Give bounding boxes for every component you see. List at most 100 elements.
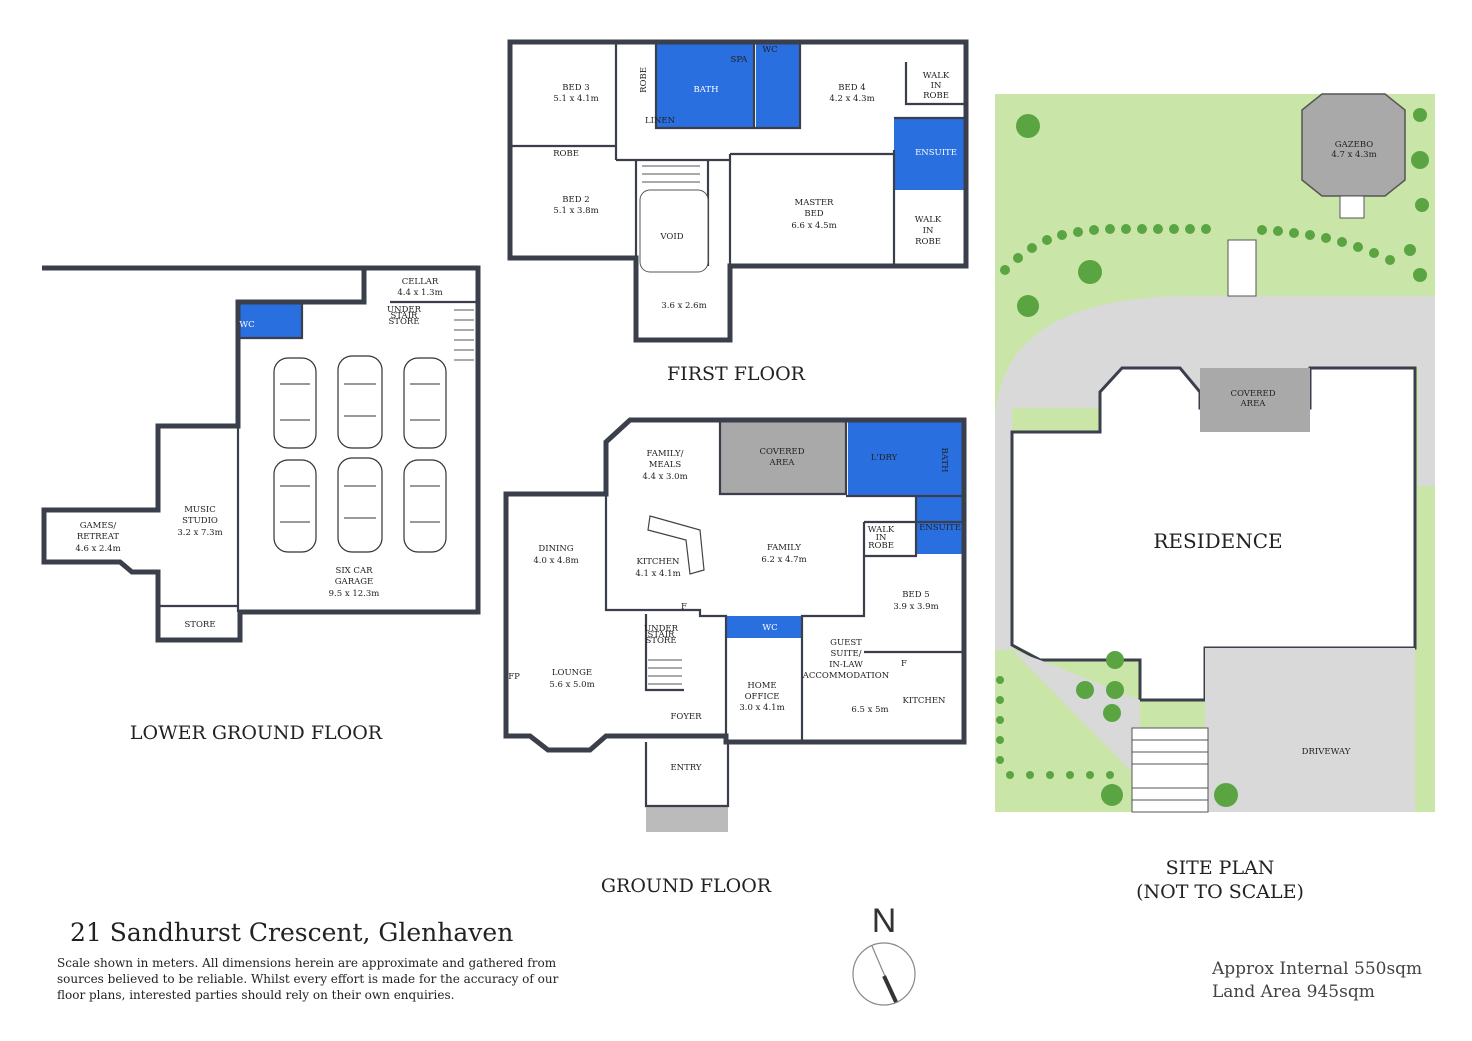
gf-dining-label: DINING [538,544,573,554]
ff-wir-master-1: WALK [915,215,942,225]
ff-wir-top-2: IN [931,81,942,91]
site-steps [1131,727,1209,813]
gf-kitchen-size: 4.1 x 4.1m [635,569,680,579]
ff-linen-label: LINEN [645,116,676,126]
gf-family-size: 6.2 x 4.7m [761,555,806,565]
internal-area: Approx Internal 550sqm [1212,959,1423,979]
gf-foyer-label: FOYER [670,712,702,722]
first-floor: BED 3 5.1 x 4.1m BATH SPA WC ROBE LINEN … [507,39,969,385]
gf-kitchen-island [647,515,705,575]
gf-wc-label: WC [762,623,777,633]
ff-void-label: VOID [659,232,683,242]
compass-ring [852,942,916,1006]
gf-fridge-a: F [681,602,687,612]
ff-wir-top-3: ROBE [923,91,949,101]
gf-office-2: OFFICE [745,692,780,702]
ff-bed4-label: BED 4 [838,83,865,93]
lg-understair-3: STORE [388,317,419,327]
lg-car-1 [273,357,317,449]
gf-dining-size: 4.0 x 4.8m [533,556,578,566]
area-summary: Approx Internal 550sqm Land Area 945sqm [1212,958,1422,1004]
lg-garage-size: 9.5 x 12.3m [329,589,380,599]
gf-bed5-label: BED 5 [902,590,929,600]
gf-understair-2: STAIR [648,630,676,640]
gf-guest-kitchen: KITCHEN [903,696,946,706]
lg-car-6 [403,459,447,553]
site-gazebo-steps [1339,195,1365,219]
site-plan: GAZEBO 4.7 x 4.3m COVERED AREA RESIDENCE… [995,93,1435,903]
ground-floor: FAMILY/ MEALS 4.4 x 3.0m COVERED AREA L'… [503,417,967,897]
gf-wir-1: WALK [868,525,895,535]
ff-robe-a-label: ROBE [639,67,649,93]
site-driveway-label: DRIVEWAY [1302,747,1351,757]
gf-entry-label: ENTRY [670,763,701,773]
land-area: Land Area 945sqm [1212,982,1375,1002]
gf-understair-3: STORE [645,636,676,646]
gf-covered-1: COVERED [759,447,804,457]
gf-inner-walls [604,420,964,742]
lg-understair-2: STAIR [391,311,419,321]
gf-fp-label: FP [508,672,520,682]
gf-ldry-label: L'DRY [871,453,898,463]
ff-ensuite-wet [894,118,966,190]
lg-games-1: GAMES/ [80,521,117,531]
gf-family-meals-2: MEALS [649,460,682,470]
gf-wir-3: ROBE [868,541,894,551]
ff-master-1: MASTER [795,198,835,208]
gf-wir-2: IN [876,533,887,543]
gf-family-meals-1: FAMILY/ [647,449,684,459]
ff-spa-label: SPA [731,55,749,65]
gf-guest-1: GUEST [830,638,862,648]
gf-guest-3: IN-LAW [829,660,863,670]
site-covered-area [1200,368,1310,432]
gf-entry-porch [646,806,728,832]
lg-wc-label: WC [239,320,254,330]
lg-car-3 [403,357,447,449]
lg-games-size: 4.6 x 2.4m [75,544,120,554]
gf-family-meals-size: 4.4 x 3.0m [642,472,687,482]
ff-wir-top-1: WALK [923,71,950,81]
ff-bed4-size: 4.2 x 4.3m [829,94,874,104]
site-gazebo-label: GAZEBO [1335,140,1373,150]
ff-bed3-label: BED 3 [562,83,589,93]
gf-lounge-size: 5.6 x 5.0m [549,680,594,690]
ground-floor-title: GROUND FLOOR [601,875,772,897]
gf-family-label: FAMILY [767,543,801,553]
site-side-path [1012,650,1140,780]
gf-guest-2: SUITE/ [830,649,861,659]
site-hedge [996,108,1429,807]
ff-wir-master-3: ROBE [915,237,941,247]
gf-office-1: HOME [747,681,776,691]
lower-ground-floor-title: LOWER GROUND FLOOR [130,722,383,744]
gf-guest-size: 6.5 x 5m [851,705,888,715]
disclaimer-text: Scale shown in meters. All dimensions he… [57,956,559,1002]
gf-ensuite-label: ENSUITE [919,523,961,533]
ff-wc-label: WC [762,45,777,55]
lg-car-2 [337,355,383,449]
lg-music-size: 3.2 x 7.3m [177,528,222,538]
gf-understair-1: UNDER [644,624,679,634]
lg-outer-wall [41,265,481,643]
site-steps-treads [1132,739,1208,801]
lg-inner-walls [158,268,478,612]
gf-bed5-size: 3.9 x 3.9m [893,602,938,612]
compass: N [852,902,916,1006]
site-gazebo [1301,93,1406,197]
ff-master-2: BED [804,209,823,219]
ff-wir-master-2: IN [923,226,934,236]
ff-bath-label: BATH [693,85,718,95]
lg-cellar-size: 4.4 x 1.3m [397,288,442,298]
ff-bed2-size: 5.1 x 3.8m [553,206,598,216]
compass-north-label: N [872,902,897,940]
gf-bath-label: BATH [939,447,949,472]
ff-ensuite-label: ENSUITE [915,148,957,158]
ff-robe-b-label: ROBE [553,149,579,159]
gf-ldry-wet [848,422,964,496]
gf-kitchen-label: KITCHEN [637,557,680,567]
site-covered-label-2: AREA [1240,399,1267,409]
lg-garage-1: SIX CAR [336,566,374,576]
lg-store-label: STORE [184,620,215,630]
gf-fridge-b: F [901,659,907,669]
lg-car-4 [273,459,317,553]
site-gazebo-size: 4.7 x 4.3m [1331,150,1376,160]
